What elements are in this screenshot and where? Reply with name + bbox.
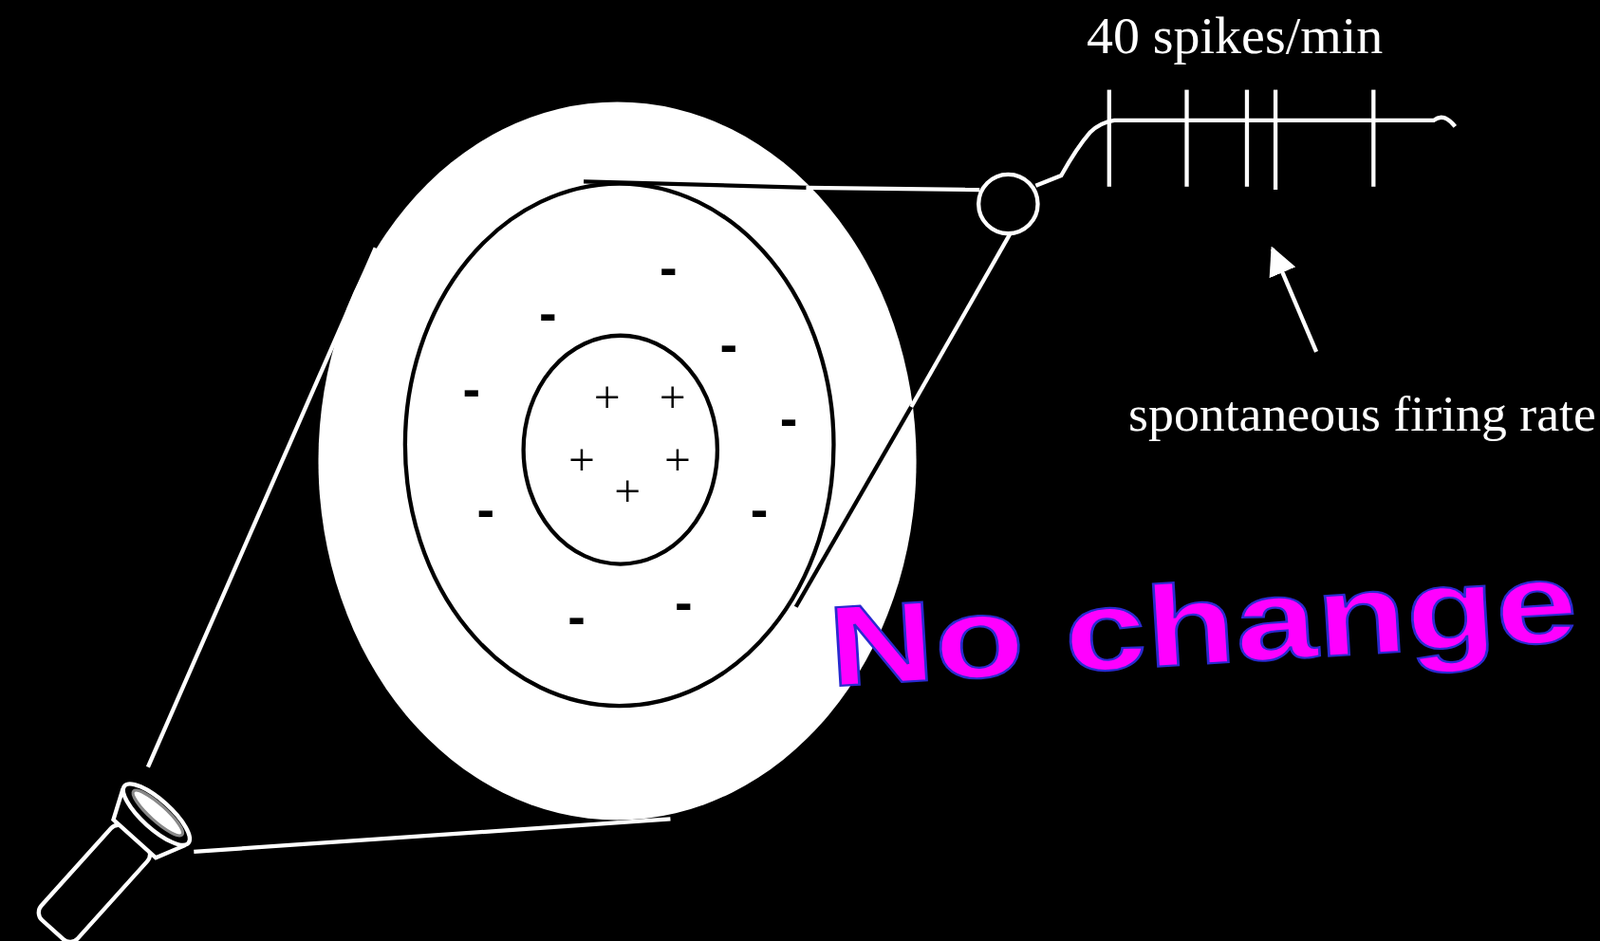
minus-sign: - xyxy=(719,316,738,371)
projection-lines xyxy=(583,181,1010,607)
center-region: + + + + + xyxy=(520,334,720,567)
rate-value: 40 spikes/min xyxy=(1030,4,1439,67)
minus-sign: - xyxy=(750,483,769,537)
plus-sign: + xyxy=(568,436,596,484)
minus-sign: - xyxy=(780,391,799,446)
pointer-arrow xyxy=(1272,248,1317,353)
surround-region: ---------+++++ xyxy=(403,181,837,708)
ellipse-outline xyxy=(403,181,837,708)
light-cone xyxy=(148,102,917,853)
plus-sign: + xyxy=(613,468,641,516)
minus-sign: - xyxy=(539,286,558,340)
minus-sign: - xyxy=(477,483,496,537)
neuron xyxy=(978,117,1455,234)
spike-train xyxy=(1109,90,1374,190)
minus-sign: - xyxy=(659,241,678,295)
plus-sign: + xyxy=(659,374,687,422)
minus-sign: - xyxy=(674,575,693,629)
minus-sign: - xyxy=(462,362,481,416)
annotation: spontaneous firing rate xyxy=(1127,377,1598,449)
plus-sign: + xyxy=(664,436,691,484)
result-banner: No change xyxy=(824,536,1582,715)
minus-sign: - xyxy=(567,590,586,644)
plus-sign: + xyxy=(594,374,621,422)
flashlight xyxy=(20,775,199,941)
